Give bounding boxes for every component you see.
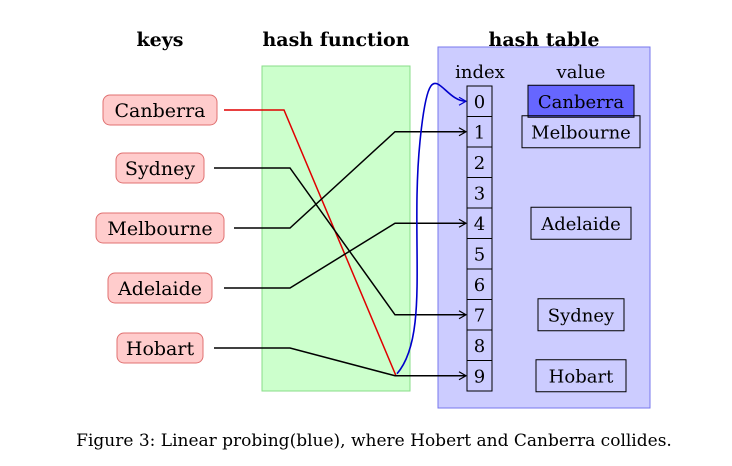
index-label: 0: [474, 92, 485, 113]
index-cells: 0 1 2 3 4 5 6 7 8 9: [466, 85, 493, 392]
index-label: 3: [474, 183, 485, 204]
hash-function-header: hash function: [262, 29, 409, 51]
mapping-line-hobart: [214, 347, 468, 381]
value-column-label: value: [556, 62, 606, 83]
key-label: Melbourne: [107, 218, 212, 240]
hash-table-header: hash table: [489, 29, 600, 51]
key-adelaide: Adelaide: [107, 272, 213, 304]
index-label: 4: [474, 214, 485, 235]
value-label: Adelaide: [540, 214, 621, 235]
key-hobart: Hobart: [116, 332, 204, 364]
index-column-label: index: [455, 62, 505, 83]
index-label: 1: [474, 122, 485, 143]
value-cell-canberra: Canberra: [527, 84, 635, 118]
key-label: Adelaide: [117, 278, 202, 300]
index-label: 2: [474, 153, 485, 174]
mapping-lines: [214, 82, 468, 381]
value-label: Melbourne: [531, 122, 631, 143]
key-sydney: Sydney: [115, 152, 205, 184]
key-label: Canberra: [114, 100, 205, 122]
index-label: 6: [474, 275, 485, 296]
key-canberra: Canberra: [102, 94, 218, 126]
value-label: Canberra: [538, 92, 624, 113]
index-label: 9: [474, 366, 485, 387]
value-cell-adelaide: Adelaide: [530, 206, 632, 240]
index-label: 5: [474, 244, 485, 265]
linear-probe-curve: [396, 82, 468, 375]
value-cell-melbourne: Melbourne: [521, 115, 641, 149]
value-label: Sydney: [548, 305, 615, 326]
value-cell-sydney: Sydney: [537, 298, 625, 332]
index-label: 7: [474, 305, 485, 326]
mapping-line-melbourne: [234, 127, 468, 229]
index-cell-9: 9: [466, 360, 493, 392]
index-label: 8: [474, 336, 485, 357]
mapping-line-sydney: [214, 167, 468, 320]
keys-header: keys: [137, 29, 184, 51]
value-cell-hobart: Hobart: [535, 359, 627, 393]
figure-caption: Figure 3: Linear probing(blue), where Ho…: [76, 431, 672, 451]
value-label: Hobart: [549, 366, 614, 387]
key-melbourne: Melbourne: [95, 212, 225, 244]
mapping-line-adelaide: [224, 218, 468, 289]
key-label: Sydney: [125, 158, 195, 180]
key-label: Hobart: [126, 338, 195, 360]
